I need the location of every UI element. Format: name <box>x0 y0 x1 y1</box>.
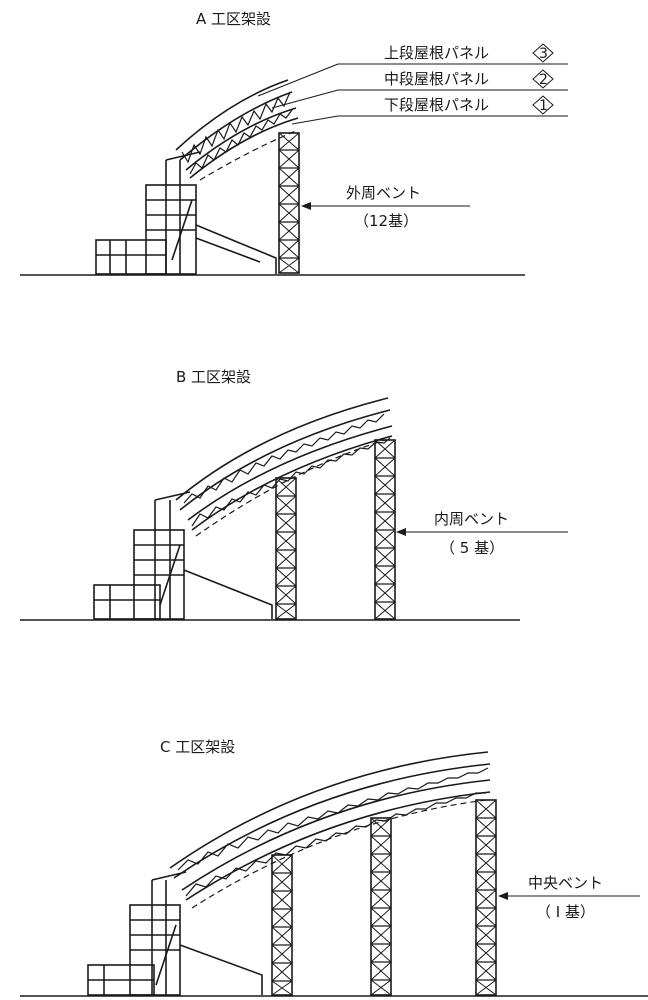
panel-c: C 工区架設 <box>20 738 648 997</box>
panel-a-stand-structure <box>95 151 277 275</box>
svg-text:1: 1 <box>539 98 548 114</box>
svg-text:3: 3 <box>539 46 548 62</box>
panel-b-stand-structure <box>93 491 273 620</box>
roof-mark-2-icon: 2 <box>532 69 554 89</box>
panel-b-roof-truss <box>175 397 393 537</box>
panel-b-vent-tower-1 <box>275 477 297 620</box>
panel-c-stand-structure <box>87 871 263 996</box>
panel-c-vent-tower-2 <box>370 817 392 996</box>
center-vent-count: （ I 基） <box>536 903 595 921</box>
panel-c-vent-arrow <box>498 892 640 900</box>
panel-c-roof-truss <box>169 751 491 909</box>
panel-a-roof-truss <box>175 79 299 181</box>
svg-text:2: 2 <box>539 72 548 88</box>
panel-b: B 工区架設 <box>20 368 568 621</box>
outer-vent-count: （12基） <box>354 212 418 230</box>
panel-c-vent-tower-3 <box>475 799 497 996</box>
roof-mark-1-icon: 1 <box>532 95 554 115</box>
roof-mark-3-icon: 3 <box>532 43 554 63</box>
panel-a-title: A 工区架設 <box>196 10 271 28</box>
panel-c-vent-tower-1 <box>271 854 293 996</box>
panel-b-title: B 工区架設 <box>176 368 251 386</box>
panel-a-vent-arrow <box>301 202 470 210</box>
panel-c-title: C 工区架設 <box>160 738 235 756</box>
inner-vent-label: 内周ベント <box>434 510 509 528</box>
panel-a-vent-tower <box>278 132 300 274</box>
upper-roof-panel-label: 上段屋根パネル <box>384 44 489 62</box>
lower-roof-panel-label: 下段屋根パネル <box>384 96 489 114</box>
middle-roof-panel-label: 中段屋根パネル <box>384 70 489 88</box>
outer-vent-label: 外周ベント <box>346 184 421 202</box>
inner-vent-count: （ 5 基） <box>440 539 504 557</box>
panel-b-vent-tower-2 <box>374 439 396 620</box>
panel-a: A 工区架設 <box>20 10 568 276</box>
center-vent-label: 中央ベント <box>528 874 603 892</box>
panel-b-vent-arrow <box>396 528 568 536</box>
panel-a-roof-leaders <box>257 63 568 125</box>
